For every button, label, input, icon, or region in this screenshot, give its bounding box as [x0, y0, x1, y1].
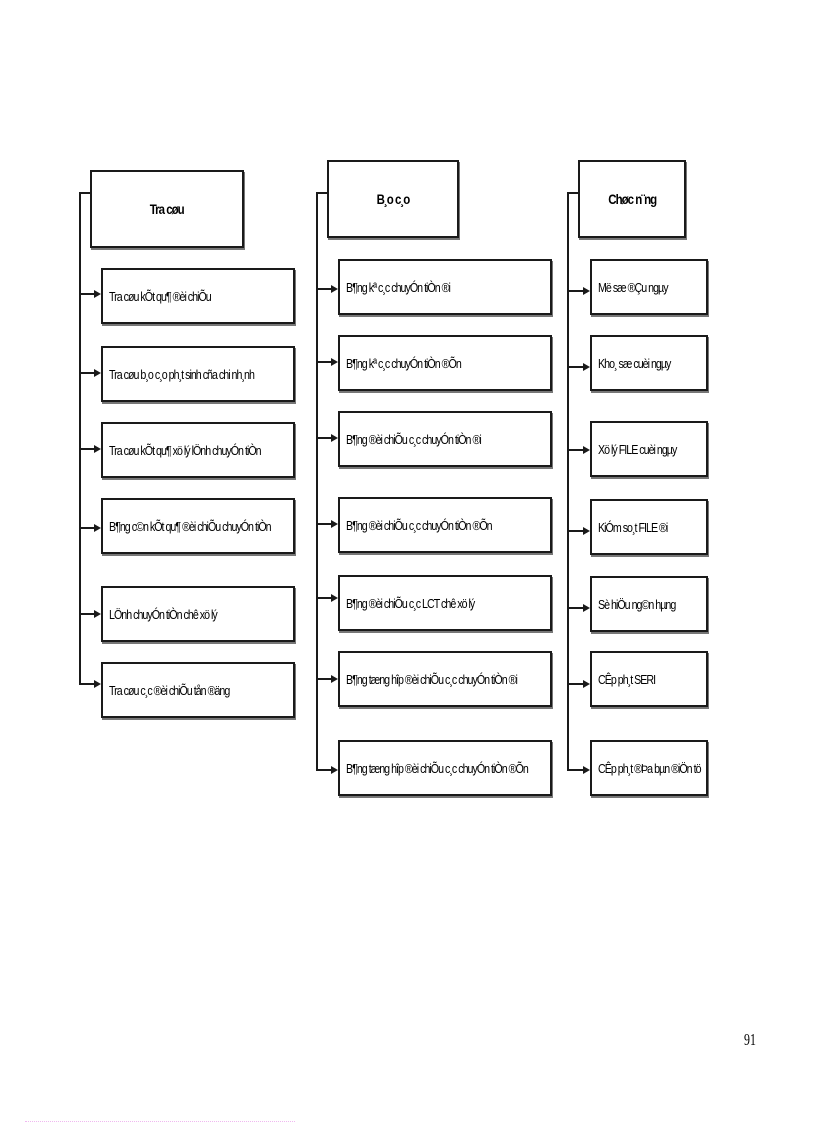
node-item: CÊp ph¸t ®Þa bµn ®iÖn tö	[590, 740, 708, 796]
connector-trunk	[567, 192, 569, 770]
connector	[567, 449, 584, 451]
connector-branch	[567, 192, 579, 194]
node-item: B¶ng tæng hîp ®èi chiÕu c¸c chuyÓn tiÒn …	[338, 740, 552, 796]
header-chuc-nang: Chøc n¨ng	[578, 160, 686, 238]
arrow-icon	[583, 604, 590, 612]
arrow-icon	[94, 524, 101, 532]
node-item: Tra cøu kÕt qu¶ ®èi chiÕu	[101, 268, 295, 324]
arrow-icon	[583, 680, 590, 688]
node-item: LÖnh chuyÓn tiÒn chê xö lý	[101, 586, 295, 642]
connector	[316, 437, 332, 439]
connector	[79, 372, 95, 374]
node-item: CÊp ph¸t SERI	[590, 651, 708, 707]
arrow-icon	[331, 675, 338, 683]
connector-trunk	[316, 192, 318, 770]
arrow-icon	[331, 766, 338, 774]
node-item: B¶ng ®èi chiÕu c¸c chuyÓn tiÒn ®Õn	[338, 497, 552, 553]
connector	[316, 361, 332, 363]
header-tra-cuu: Tra cøu	[90, 170, 244, 248]
arrow-icon	[583, 287, 590, 295]
node-item: Tra cøu c¸c ®èi chiÕu tån ®äng	[101, 662, 295, 718]
node-item: Sè hiÖu ng©n hµng	[590, 576, 708, 632]
connector-branch	[79, 192, 91, 194]
node-item: B¶ng kª c¸c chuyÓn tiÒn ®i	[338, 259, 552, 315]
node-item: Tra cøu kÕt qu¶ xö lý lÖnh chuyÓn tiÒn	[101, 422, 295, 478]
connector	[567, 607, 584, 609]
connector	[567, 290, 584, 292]
connector	[79, 683, 95, 685]
arrow-icon	[583, 446, 590, 454]
arrow-icon	[583, 363, 590, 371]
page-number: 91	[744, 1030, 756, 1049]
arrow-icon	[331, 285, 338, 293]
node-item: B¶ng ®èi chiÕu c¸c LCT chê xö lý	[338, 575, 552, 631]
node-item: Tra cøu b¸o c¸o ph¸t sinh cña chi nh¸nh	[101, 346, 295, 402]
arrow-icon	[94, 610, 101, 618]
arrow-icon	[94, 369, 101, 377]
node-item: B¶ng ®èi chiÕu c¸c chuyÓn tiÒn ®i	[338, 411, 552, 467]
connector	[316, 678, 332, 680]
arrow-icon	[94, 445, 101, 453]
connector	[567, 366, 584, 368]
arrow-icon	[94, 290, 101, 298]
connector	[79, 293, 95, 295]
node-item: KiÓm so¸t FILE ®i	[590, 499, 708, 555]
connector	[316, 597, 332, 599]
arrow-icon	[583, 527, 590, 535]
arrow-icon	[583, 766, 590, 774]
connector	[567, 683, 584, 685]
connector	[316, 288, 332, 290]
node-item: B¶ng c©n kÕt qu¶ ®èi chiÕu chuyÓn tiÒn	[101, 498, 295, 554]
node-item: B¶ng tæng hîp ®èi chiÕu c¸c chuyÓn tiÒn …	[338, 651, 552, 707]
arrow-icon	[331, 594, 338, 602]
arrow-icon	[331, 434, 338, 442]
connector	[567, 530, 584, 532]
connector-trunk	[79, 192, 81, 684]
connector	[79, 448, 95, 450]
arrow-icon	[94, 680, 101, 688]
page-border-dotted	[25, 1121, 295, 1122]
connector	[79, 527, 95, 529]
node-item: B¶ng kª c¸c chuyÓn tiÒn ®Õn	[338, 335, 552, 391]
connector	[316, 523, 332, 525]
connector	[567, 769, 584, 771]
node-item: Kho¸ sæ cuèi ngµy	[590, 335, 708, 391]
arrow-icon	[331, 358, 338, 366]
connector-branch	[316, 192, 328, 194]
node-item: Më sæ ®Çu ngµy	[590, 259, 708, 315]
node-item: Xö lý FILE cuèi ngµy	[590, 421, 708, 477]
connector	[79, 613, 95, 615]
arrow-icon	[331, 520, 338, 528]
connector	[316, 769, 332, 771]
header-bao-cao: B¸o c¸o	[327, 160, 459, 238]
